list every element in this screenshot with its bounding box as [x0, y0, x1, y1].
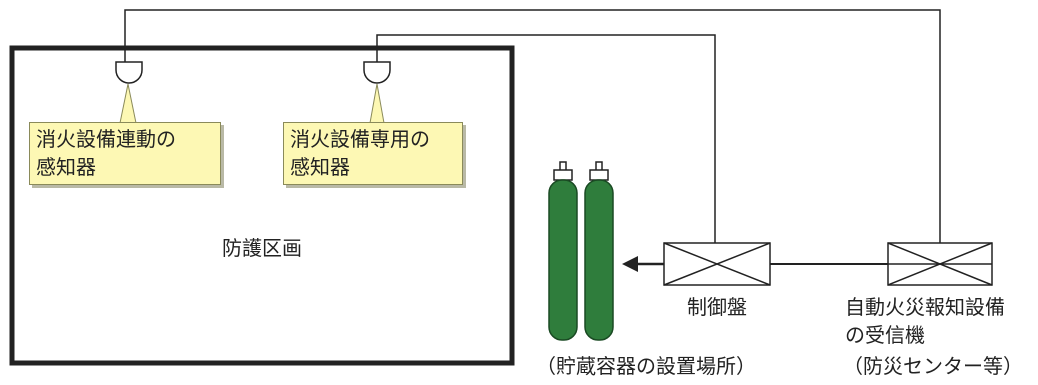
callout-line: 消火設備専用の [290, 127, 430, 151]
detector-interlocked-callout: 消火設備連動の 感知器 [29, 122, 221, 185]
fire-alarm-receiver-box [887, 242, 993, 286]
detector-dedicated-callout: 消火設備専用の 感知器 [283, 122, 463, 185]
wire-dedicated-detector-to-control-panel [376, 34, 716, 243]
callout-line: 感知器 [36, 155, 96, 179]
wire-interlocked-detector-to-receiver [124, 9, 941, 243]
callout-line: 感知器 [290, 155, 350, 179]
smoke-detector-icon [115, 61, 143, 84]
receiver-label-line1: 自動火災報知設備 [845, 295, 1005, 319]
disaster-center-label: （防災センター等） [843, 354, 1023, 378]
protected-area-boundary [9, 45, 515, 366]
receiver-label-line2: の受信機 [845, 323, 925, 347]
protected-area-label: 防護区画 [222, 236, 302, 260]
gas-cylinder-icon [548, 161, 578, 341]
smoke-detector-icon [363, 61, 391, 84]
callout-line: 消火設備連動の [36, 127, 176, 151]
control-panel-box [663, 242, 771, 286]
control-panel-label: 制御盤 [687, 295, 747, 319]
callout-pointer [119, 83, 137, 124]
arrow-head [622, 256, 638, 272]
gas-cylinder-icon [584, 161, 614, 341]
storage-location-label: （貯蔵容器の設置場所） [536, 354, 756, 378]
callout-pointer [369, 83, 385, 124]
